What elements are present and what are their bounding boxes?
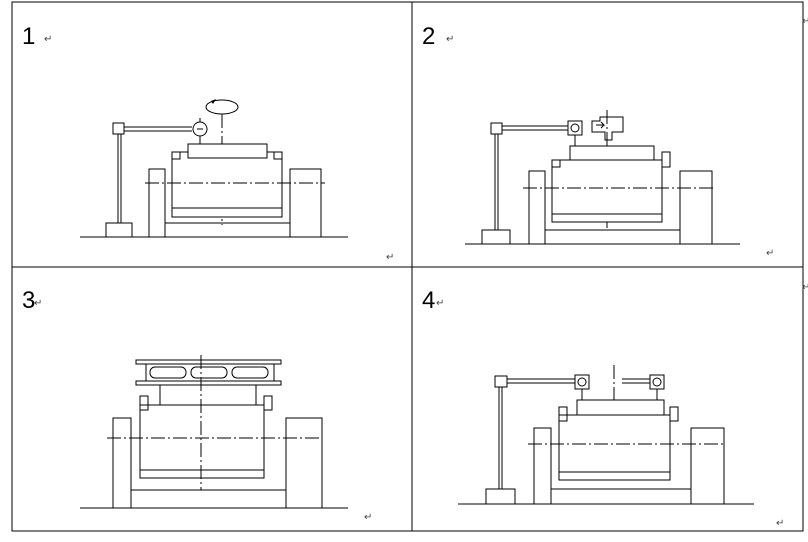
stand-base — [485, 488, 516, 505]
housing-right — [679, 170, 713, 245]
row-end-mark-1: ↵ — [802, 16, 808, 27]
bearing-housing — [139, 404, 265, 479]
panel-3: 3 ↵ ↵ — [22, 287, 372, 523]
housing-left — [112, 417, 132, 509]
panel-end-mark-1: ↵ — [386, 252, 394, 263]
housing-left — [533, 427, 552, 505]
panel-1: 1 ↵ ↵ — [22, 23, 394, 263]
panel-label-mark-2: ↵ — [446, 34, 454, 45]
housing-left — [528, 170, 546, 245]
top-plate — [576, 399, 665, 416]
panel-label-2: 2 — [422, 23, 435, 50]
stand-clamp — [494, 375, 508, 388]
panel-4: 4 ↵ ↵ — [422, 287, 784, 529]
fixture-slot — [149, 366, 187, 379]
lever-indicator-left-icon — [574, 374, 590, 390]
top-plate — [159, 384, 257, 406]
housing-right — [690, 427, 725, 505]
stand-base — [481, 229, 511, 245]
row-end-mark-2: ↵ — [802, 282, 808, 293]
bearing-housing — [171, 151, 283, 218]
grid-frame — [11, 1, 804, 532]
panel-label-4: 4 — [422, 287, 435, 314]
panel-label-1: 1 — [22, 23, 35, 50]
panel-label-mark-3: ↵ — [34, 298, 42, 309]
bearing-housing — [558, 414, 671, 481]
panel-label-mark-4: ↵ — [436, 298, 444, 309]
top-plate — [569, 145, 655, 161]
panel-2: 2 ↵ ↵ — [422, 23, 774, 259]
stand-base — [105, 222, 133, 238]
panel-end-mark-4: ↵ — [776, 518, 784, 529]
stand-clamp — [112, 122, 125, 135]
housing-left — [148, 168, 166, 238]
panel-end-mark-2: ↵ — [766, 248, 774, 259]
bearing-housing — [551, 159, 663, 223]
stand-clamp — [490, 122, 503, 135]
rotation-arrow-icon — [205, 99, 239, 115]
fixture-bottom-plate — [135, 380, 282, 386]
housing-right — [285, 417, 323, 509]
panel-label-mark-1: ↵ — [44, 34, 52, 45]
fixture-slot — [231, 366, 269, 379]
lever-indicator-right-icon — [649, 374, 665, 390]
top-plate — [187, 143, 268, 159]
panel-label-3: 3 — [22, 287, 35, 314]
panel-end-mark-3: ↵ — [364, 512, 372, 523]
fixture-top-plate — [135, 359, 282, 365]
housing-right — [289, 168, 322, 238]
lever-indicator-icon — [567, 120, 583, 136]
fixture-slot — [190, 366, 228, 379]
